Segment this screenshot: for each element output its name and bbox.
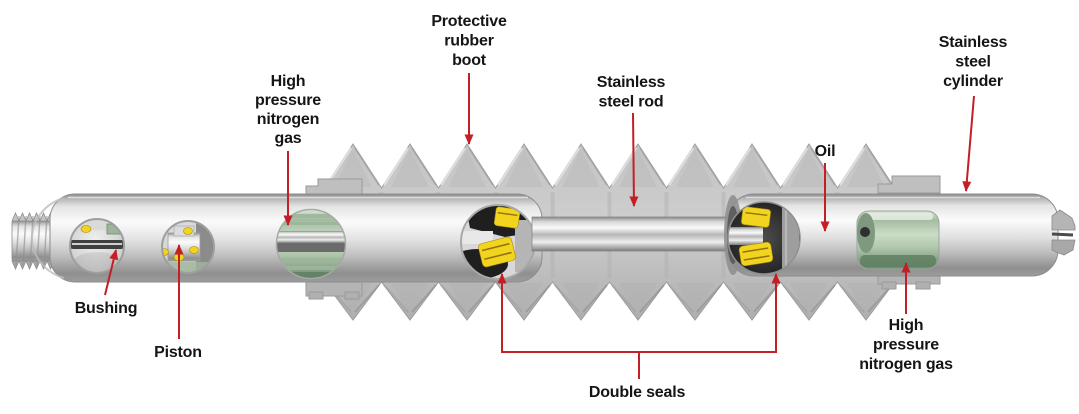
boot-ridge-shade-bottom <box>505 283 543 314</box>
boot-ridge-highlight <box>553 147 581 186</box>
boot-ridge-shade-top <box>334 150 372 187</box>
boot-ridge-shade-bottom <box>391 283 429 314</box>
boot-ridge-shade-top <box>733 150 771 187</box>
boot-ridge-shade-top <box>391 150 429 187</box>
boot-ridge-shadow <box>810 147 836 186</box>
boot-ridge-shade-top <box>790 150 828 187</box>
boot-ridge-shade-top <box>562 150 600 187</box>
boot-ridge-shadow <box>411 284 437 313</box>
label-oil: Oil <box>815 143 836 160</box>
boot-ridge-highlight <box>382 147 410 186</box>
leader-lines <box>104 73 975 379</box>
boot-ridge-shadow <box>725 284 751 313</box>
boot-ridge-shadow <box>525 284 551 313</box>
boot-ridge-shade-bottom <box>562 283 600 314</box>
boot-ridge-shadow <box>354 147 380 186</box>
boot-ridge-shadow <box>440 284 466 313</box>
label-double-seals: Double seals <box>589 384 686 401</box>
boot-ridge-shade-bottom <box>847 283 885 314</box>
rod-arrow <box>629 112 639 207</box>
bushing-cutaway <box>69 218 125 274</box>
boot-ridge-shadow <box>554 284 580 313</box>
boot-ridge-shade-top <box>505 150 543 187</box>
label-bushing: Bushing <box>75 300 138 317</box>
boot-ridge-shade-top <box>676 150 714 187</box>
cylinder-arrow <box>962 95 975 192</box>
seal-cutaway-left <box>460 204 536 280</box>
boot-ridge-highlight <box>610 147 638 186</box>
boot-ridge-shadow <box>839 284 865 313</box>
boot-ridge-shadow <box>810 284 836 313</box>
label-piston: Piston <box>154 344 202 361</box>
boot-ridge-shadow <box>411 147 437 186</box>
boot-ridge-shadow <box>611 284 637 313</box>
boot-ridge-shadow <box>753 147 779 186</box>
boot-ridge-shade-bottom <box>790 283 828 314</box>
boot-ridge-shade-bottom <box>448 283 486 314</box>
boot-ridge-shadow <box>753 284 779 313</box>
boot-ridge-highlight <box>439 147 467 186</box>
boot-ridge-shadow <box>696 147 722 186</box>
boot-ridge-highlight <box>496 147 524 186</box>
boot-ridge-shadow <box>639 284 665 313</box>
seal-cutaway-right <box>727 201 801 275</box>
boot-ridge-highlight <box>724 147 752 186</box>
boot-ridge-shadow <box>867 147 893 186</box>
boot-ridge-shadow <box>582 284 608 313</box>
boot-collar-left <box>305 178 363 300</box>
boot-ridge-shadow <box>468 284 494 313</box>
bushing-arrow <box>104 249 119 296</box>
piston-cutaway <box>161 220 215 274</box>
boot-ridge-shadow <box>696 284 722 313</box>
boot-ridge-shade-bottom <box>733 283 771 314</box>
boot-ridge-shade-bottom <box>619 283 657 314</box>
boot-ridge-highlight <box>838 147 866 186</box>
boot-ridge-shade-top <box>448 150 486 187</box>
boot-ridge-shade-top <box>619 150 657 187</box>
boot-ridge-highlight <box>667 147 695 186</box>
boot-ridge-shade-top <box>847 150 885 187</box>
boot-ridge-shade-bottom <box>676 283 714 314</box>
boot-ridge-shadow <box>468 147 494 186</box>
boot-ridge-highlight <box>781 147 809 186</box>
threaded-tip-right <box>1051 209 1076 256</box>
boot-ridge-shadow <box>354 284 380 313</box>
nitrogen-chamber-right <box>856 210 940 270</box>
boot-ridge-shadow <box>582 147 608 186</box>
piston-rod <box>531 216 761 252</box>
boot-ridge-shadow <box>782 284 808 313</box>
boot-ridge-shadow <box>383 284 409 313</box>
boot-ridge-shadow <box>639 147 665 186</box>
boot-ridge-shadow <box>525 147 551 186</box>
boot-ridge-shadow <box>668 284 694 313</box>
